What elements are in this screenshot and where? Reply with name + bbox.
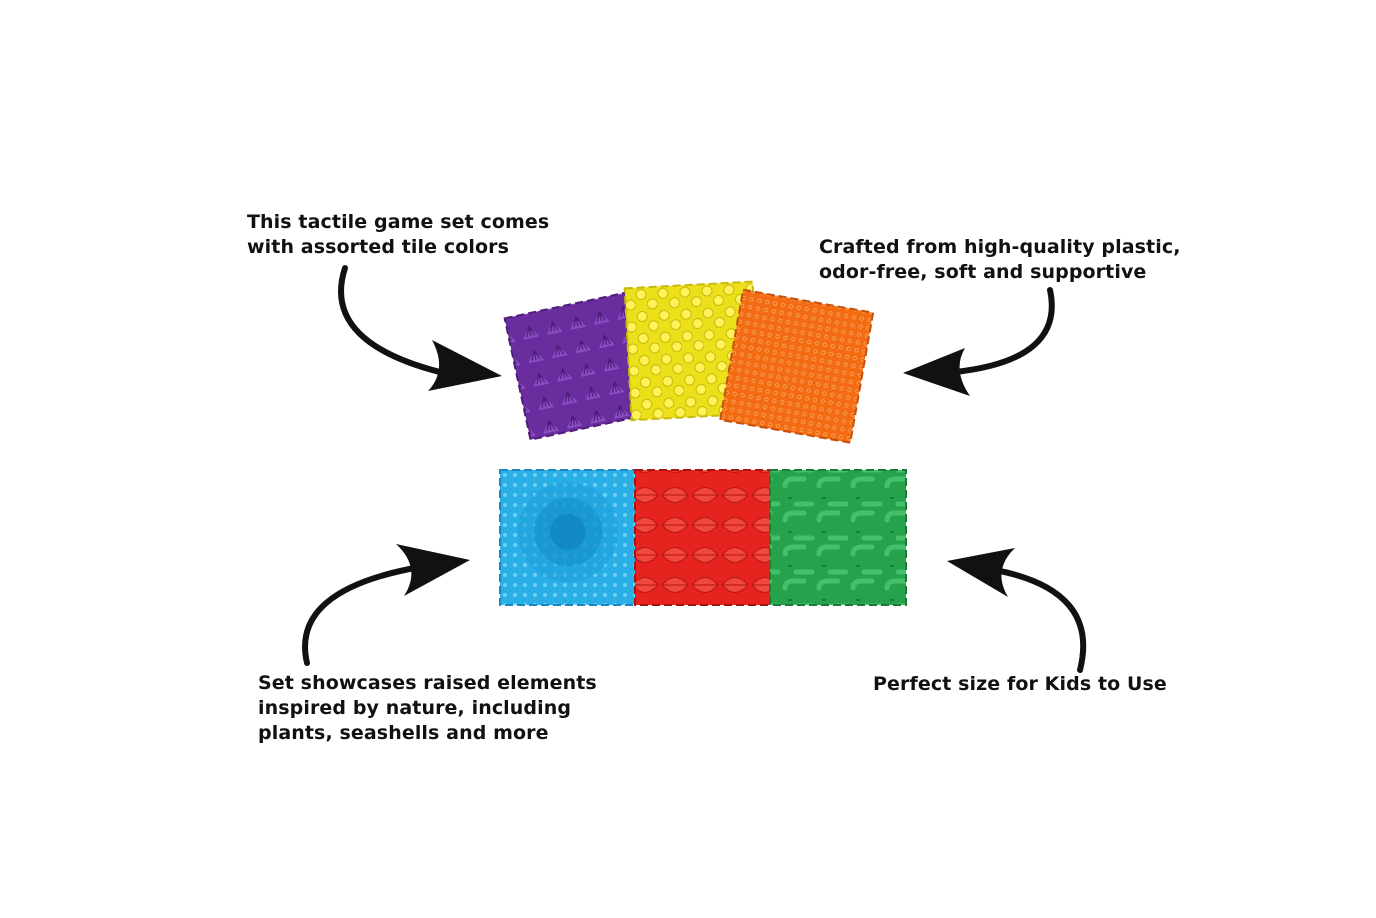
arrow-icon xyxy=(302,544,470,666)
tile-orange xyxy=(719,288,875,444)
arrow-icon xyxy=(947,548,1087,673)
arrow-icon xyxy=(903,287,1055,396)
caption-kids-size: Perfect size for Kids to Use xyxy=(873,672,1167,697)
caption-line: Set showcases raised elements xyxy=(258,672,597,694)
caption-line: odor-free, soft and supportive xyxy=(819,261,1147,283)
caption-material: Crafted from high-quality plastic, odor-… xyxy=(819,235,1181,285)
caption-line: inspired by nature, including xyxy=(258,697,572,719)
arrow-icon xyxy=(338,265,502,391)
caption-tile-colors: This tactile game set comes with assorte… xyxy=(247,210,549,260)
caption-line: Crafted from high-quality plastic, xyxy=(819,236,1181,258)
caption-line: This tactile game set comes xyxy=(247,211,550,233)
tile-green xyxy=(769,469,907,606)
caption-line: with assorted tile colors xyxy=(247,236,510,258)
caption-line: plants, seashells and more xyxy=(258,722,549,744)
tile-blue xyxy=(499,469,638,606)
caption-raised-elements: Set showcases raised elements inspired b… xyxy=(258,671,597,746)
caption-line: Perfect size for Kids to Use xyxy=(873,673,1167,695)
tile-red xyxy=(634,469,773,606)
